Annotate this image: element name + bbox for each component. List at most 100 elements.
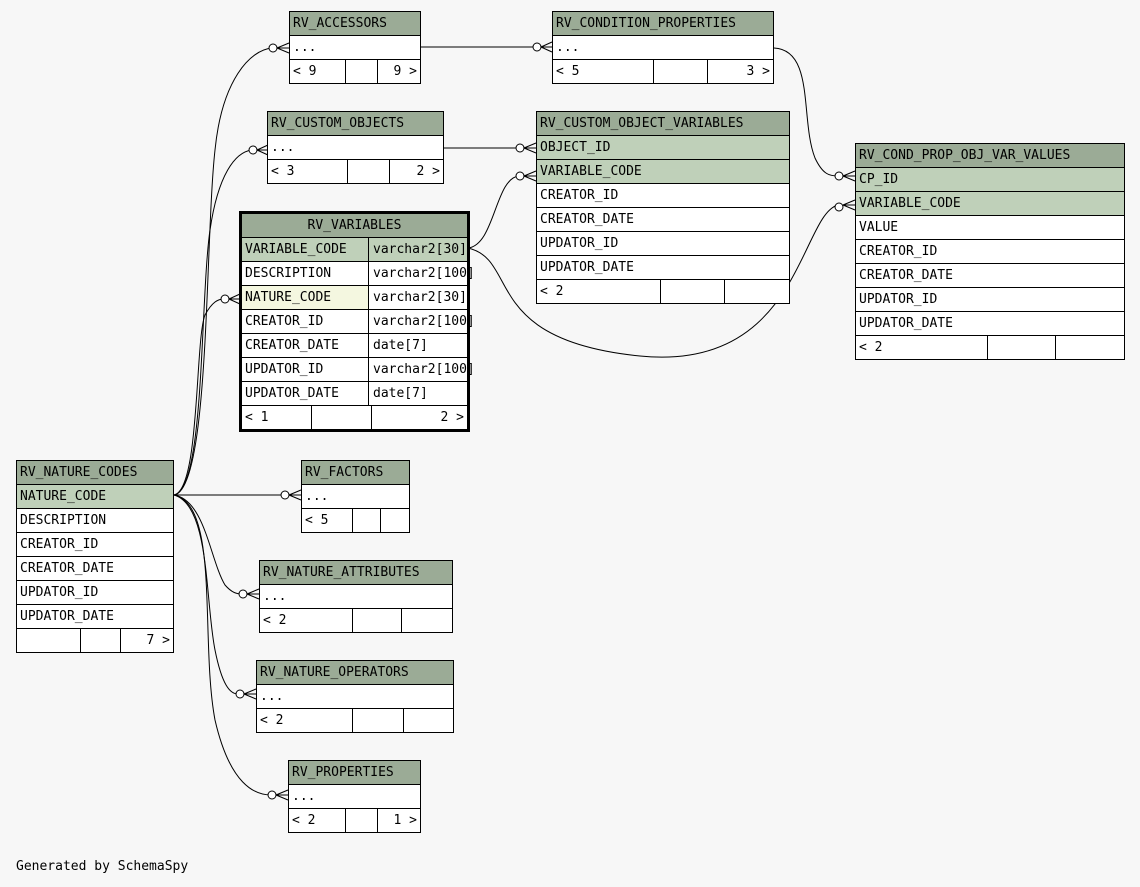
table-rv-properties[interactable]: RV_PROPERTIES ... < 2 1 > [288,760,421,833]
table-row: UPDATOR_DATE [537,256,789,280]
table-footer: < 2 [537,280,789,303]
table-footer: < 2 [257,709,453,732]
table-row-pk: CP_ID [856,168,1124,192]
table-row-pk: OBJECT_ID [537,136,789,160]
relation-line [173,494,239,695]
many-marker [540,41,553,53]
parent-count: < 2 [257,709,353,732]
table-title[interactable]: RV_NATURE_ATTRIBUTES [260,561,452,585]
many-marker [228,293,241,305]
table-footer: < 2 1 > [289,809,420,832]
optional-marker [834,202,844,212]
column-type: date[7] [373,338,428,353]
parent-count: < 2 [289,809,346,832]
table-rv-custom-objects[interactable]: RV_CUSTOM_OBJECTS ... < 3 2 > [267,111,444,184]
table-row: ... [289,785,420,809]
table-row: CREATOR_DATE [17,557,173,581]
optional-marker [238,589,248,599]
table-footer: < 9 9 > [290,60,420,83]
parent-count: < 9 [290,60,346,83]
table-row: ... [290,36,420,60]
table-title[interactable]: RV_CONDITION_PROPERTIES [553,12,773,36]
table-rv-custom-object-variables[interactable]: RV_CUSTOM_OBJECT_VARIABLES OBJECT_ID VAR… [536,111,790,304]
parent-count: < 2 [260,609,353,632]
optional-marker [268,43,278,53]
child-count [404,709,453,732]
parent-count: < 1 [242,406,312,429]
child-count: 3 > [746,64,770,79]
optional-marker [515,143,525,153]
relation-line [173,149,253,496]
optional-marker [834,171,844,181]
relation-line [467,175,520,249]
parent-count: < 3 [268,160,348,183]
table-row: UPDATOR_DATE [17,605,173,629]
many-marker [288,489,302,501]
column-type: varchar2[100] [373,362,475,377]
table-title[interactable]: RV_CUSTOM_OBJECTS [268,112,443,136]
child-count: 1 > [393,813,417,828]
many-marker [523,142,537,154]
table-title[interactable]: RV_CUSTOM_OBJECT_VARIABLES [537,112,789,136]
child-count [1056,336,1124,359]
many-marker [246,588,260,600]
many-marker [256,144,269,156]
table-row-pk: VARIABLE_CODE [537,160,789,184]
table-row: CREATOR_DATE [856,264,1124,288]
child-count [725,280,789,303]
table-rv-nature-attributes[interactable]: RV_NATURE_ATTRIBUTES ... < 2 [259,560,453,633]
table-rv-accessors[interactable]: RV_ACCESSORS ... < 9 9 > [289,11,421,84]
table-row: CREATOR_ID [17,533,173,557]
optional-marker [220,294,230,304]
table-footer: < 3 2 > [268,160,443,183]
table-title[interactable]: RV_FACTORS [302,461,409,485]
table-footer: < 5 3 > [553,60,773,83]
parent-count [17,629,81,652]
table-title[interactable]: RV_COND_PROP_OBJ_VAR_VALUES [856,144,1124,168]
parent-count: < 2 [856,336,988,359]
relation-line [773,47,839,177]
table-rv-condition-properties[interactable]: RV_CONDITION_PROPERTIES ... < 5 3 > [552,11,774,84]
crow-foot-markers [220,41,856,801]
table-row: DESCRIPTION [17,509,173,533]
column-type: varchar2[100] [373,266,475,281]
table-title[interactable]: RV_VARIABLES [242,214,467,238]
column-type: date[7] [373,386,428,401]
table-title[interactable]: RV_NATURE_CODES [17,461,173,485]
table-row: ... [268,136,443,160]
parent-count: < 5 [553,60,654,83]
many-marker [523,170,537,182]
table-row: ... [257,685,453,709]
table-row: UPDATOR_ID [17,581,173,605]
table-footer: < 2 [260,609,452,632]
table-title[interactable]: RV_ACCESSORS [290,12,420,36]
relation-line [173,494,243,595]
table-row-pk: NATURE_CODE [17,485,173,509]
table-rv-nature-operators[interactable]: RV_NATURE_OPERATORS ... < 2 [256,660,454,733]
child-count: 7 > [146,633,170,648]
table-rv-cond-prop-obj-var-values[interactable]: RV_COND_PROP_OBJ_VAR_VALUES CP_ID VARIAB… [855,143,1125,360]
table-footer: < 5 [302,509,409,532]
table-rv-nature-codes[interactable]: RV_NATURE_CODES NATURE_CODE DESCRIPTION … [16,460,174,653]
child-count [402,609,452,632]
table-footer: < 2 [856,336,1124,359]
relation-line [173,298,225,496]
table-row: UPDATOR_ID [856,288,1124,312]
table-title[interactable]: RV_NATURE_OPERATORS [257,661,453,685]
relation-line [173,494,272,796]
table-rv-factors[interactable]: RV_FACTORS ... < 5 [301,460,410,533]
table-row: UPDATOR_DATE [856,312,1124,336]
child-count: 2 > [416,164,440,179]
child-count: 2 > [440,410,464,425]
optional-marker [267,790,277,800]
optional-marker [515,171,525,181]
table-title[interactable]: RV_PROPERTIES [289,761,420,785]
optional-marker [235,689,245,699]
